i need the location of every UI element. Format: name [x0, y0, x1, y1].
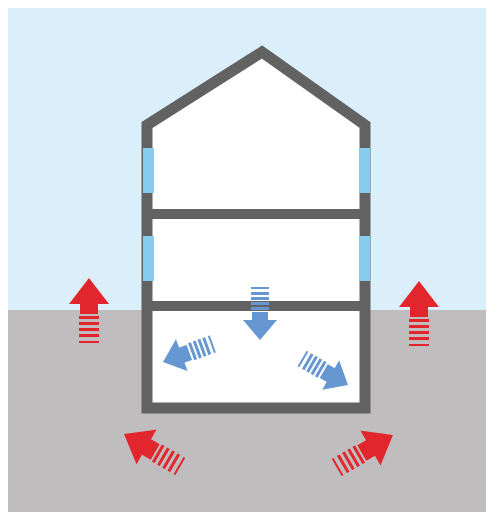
- window-icon: [143, 148, 154, 193]
- window-icon: [359, 236, 370, 281]
- window-icon: [143, 236, 154, 281]
- house: [141, 45, 371, 414]
- window-icon: [359, 148, 370, 193]
- ground-floor-slab: [147, 301, 365, 311]
- upper-floor: [147, 209, 365, 219]
- house-interior: [147, 52, 365, 408]
